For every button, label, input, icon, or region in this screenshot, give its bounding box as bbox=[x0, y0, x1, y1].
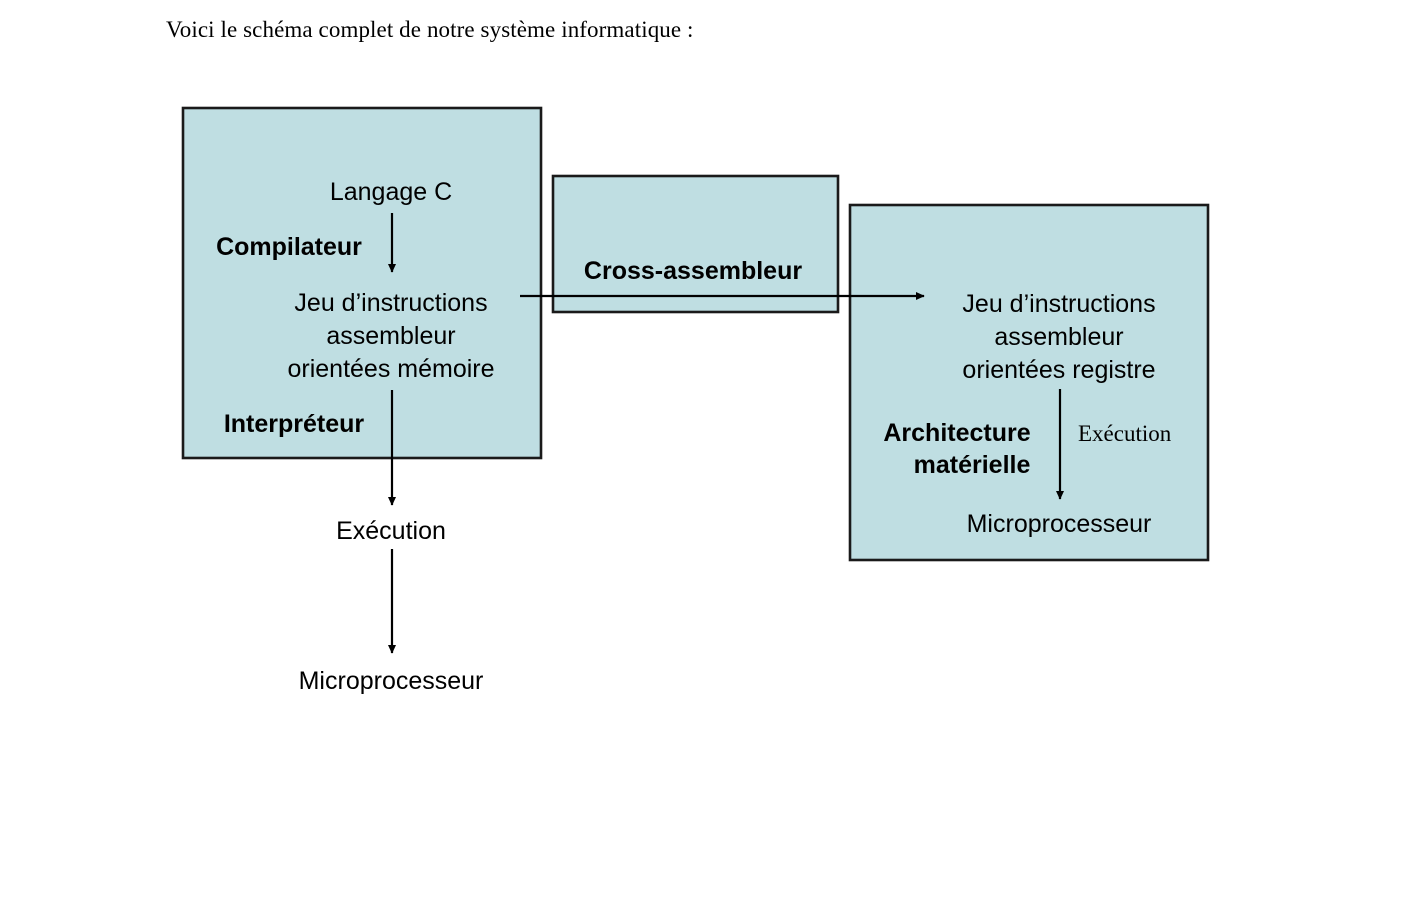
middle-box-cross-assembleur bbox=[551, 174, 840, 314]
node-jeu-instructions-registre-line1: Jeu d’instructions bbox=[962, 290, 1155, 318]
right-box-architecture bbox=[848, 203, 1210, 562]
node-cross-assembleur: Cross-assembleur bbox=[584, 257, 802, 285]
edge-label-architecture-line2: matérielle bbox=[914, 451, 1031, 479]
node-jeu-instructions-memoire-line3: orientées mémoire bbox=[287, 355, 494, 383]
node-langage-c: Langage C bbox=[330, 178, 452, 206]
edge-label-interpreteur: Interpréteur bbox=[224, 410, 365, 438]
node-execution-gauche: Exécution bbox=[336, 517, 446, 545]
node-jeu-instructions-registre-line3: orientées registre bbox=[962, 356, 1155, 384]
node-jeu-instructions-memoire-line2: assembleur bbox=[326, 322, 455, 350]
left-box-compilation bbox=[181, 106, 543, 460]
page-title: Voici le schéma complet de notre système… bbox=[166, 17, 694, 42]
node-jeu-instructions-memoire-line1: Jeu d’instructions bbox=[294, 289, 487, 317]
node-microprocesseur-gauche: Microprocesseur bbox=[299, 667, 484, 695]
edge-label-architecture-line1: Architecture bbox=[883, 419, 1030, 447]
node-jeu-instructions-registre-line2: assembleur bbox=[994, 323, 1123, 351]
edge-label-execution-droite: Exécution bbox=[1078, 421, 1172, 446]
node-microprocesseur-droite: Microprocesseur bbox=[967, 510, 1152, 538]
edge-label-compilateur: Compilateur bbox=[216, 233, 362, 261]
